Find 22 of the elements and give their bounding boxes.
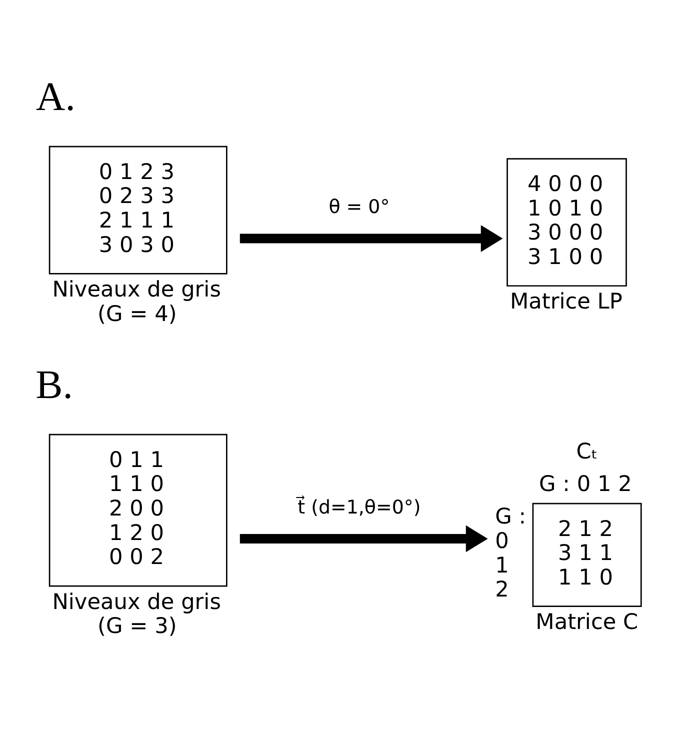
edge-label: t⃗ (d=1,θ=0°) xyxy=(298,496,421,518)
node-label: 0 xyxy=(495,528,509,554)
node-box: 4 0 0 0 1 0 1 0 3 0 0 0 3 1 0 0 xyxy=(506,158,627,286)
node-label: G : 0 1 2 xyxy=(539,472,632,497)
node-label: (G = 4) xyxy=(98,301,177,326)
node-label: Matrice LP xyxy=(510,289,622,314)
node-label: Niveaux de gris xyxy=(52,589,221,614)
node-label: 2 xyxy=(495,577,509,602)
node-label: Matrice C xyxy=(536,610,638,635)
node-box: 2 1 2 3 1 1 1 1 0 xyxy=(532,502,642,606)
node-label: 1 xyxy=(495,552,509,578)
node-box: 0 1 2 3 0 2 3 3 2 1 1 1 3 0 3 0 xyxy=(48,145,228,274)
node-label: (G = 3) xyxy=(98,614,177,639)
node-label: G : xyxy=(495,504,526,530)
node-box: 0 1 1 1 1 0 2 0 0 1 2 0 0 0 2 xyxy=(48,433,228,586)
label: A. xyxy=(36,74,76,119)
node-label: Niveaux de gris xyxy=(52,276,221,302)
node-label: Cₜ xyxy=(576,439,598,464)
arrow xyxy=(240,224,503,252)
arrow xyxy=(240,524,488,552)
label: B. xyxy=(36,362,73,407)
edge-label: θ = 0° xyxy=(328,196,390,218)
